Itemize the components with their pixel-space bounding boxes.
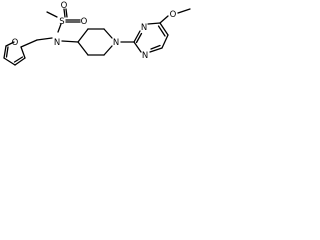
bond	[103, 45, 113, 56]
piperidine-nitrogen-label: N	[113, 38, 119, 48]
bond	[150, 44, 161, 50]
sulfonyl-group	[46, 8, 81, 33]
bond	[3, 57, 16, 66]
bond	[133, 30, 141, 43]
pyrimidine-ring	[133, 22, 169, 53]
bond	[46, 11, 58, 18]
bond	[103, 28, 113, 39]
bond	[77, 28, 89, 43]
amide-nitrogen-label: N	[54, 38, 60, 48]
bond	[157, 25, 166, 37]
atom-labels: O S O O N N N N O	[12, 1, 177, 61]
bond	[13, 56, 24, 63]
methoxy-oxygen-label: O	[170, 10, 177, 20]
bond	[159, 15, 169, 24]
furan-ring	[3, 41, 26, 66]
bond	[5, 46, 9, 58]
bond	[20, 39, 38, 48]
bond	[14, 57, 26, 66]
pyrimidine-nitrogen-upper-label: N	[141, 23, 147, 33]
pyrimidine-nitrogen-lower-label: N	[142, 51, 148, 61]
bond	[147, 22, 161, 25]
piperidine-ring	[77, 28, 113, 56]
sulfonyl-oxygen-upper-label: O	[61, 1, 68, 11]
bond	[177, 8, 191, 14]
bond	[149, 47, 163, 53]
bond	[63, 8, 66, 18]
bond	[3, 45, 7, 59]
bond	[65, 8, 68, 18]
methoxy-group	[159, 8, 191, 24]
bond	[161, 34, 169, 49]
bond	[135, 32, 143, 44]
bond	[133, 41, 142, 53]
furan-oxygen-label: O	[12, 38, 19, 48]
sulfonyl-oxygen-right-label: O	[81, 17, 88, 27]
bond	[36, 37, 53, 41]
bond	[159, 22, 169, 36]
sulfonyl-sulfur-label: S	[59, 17, 64, 27]
bond	[20, 46, 26, 59]
chemical-structure: O S O O N N N N O	[3, 1, 191, 66]
bond	[77, 41, 89, 56]
bond	[61, 40, 79, 43]
bond	[5, 41, 15, 47]
bond	[57, 23, 62, 33]
